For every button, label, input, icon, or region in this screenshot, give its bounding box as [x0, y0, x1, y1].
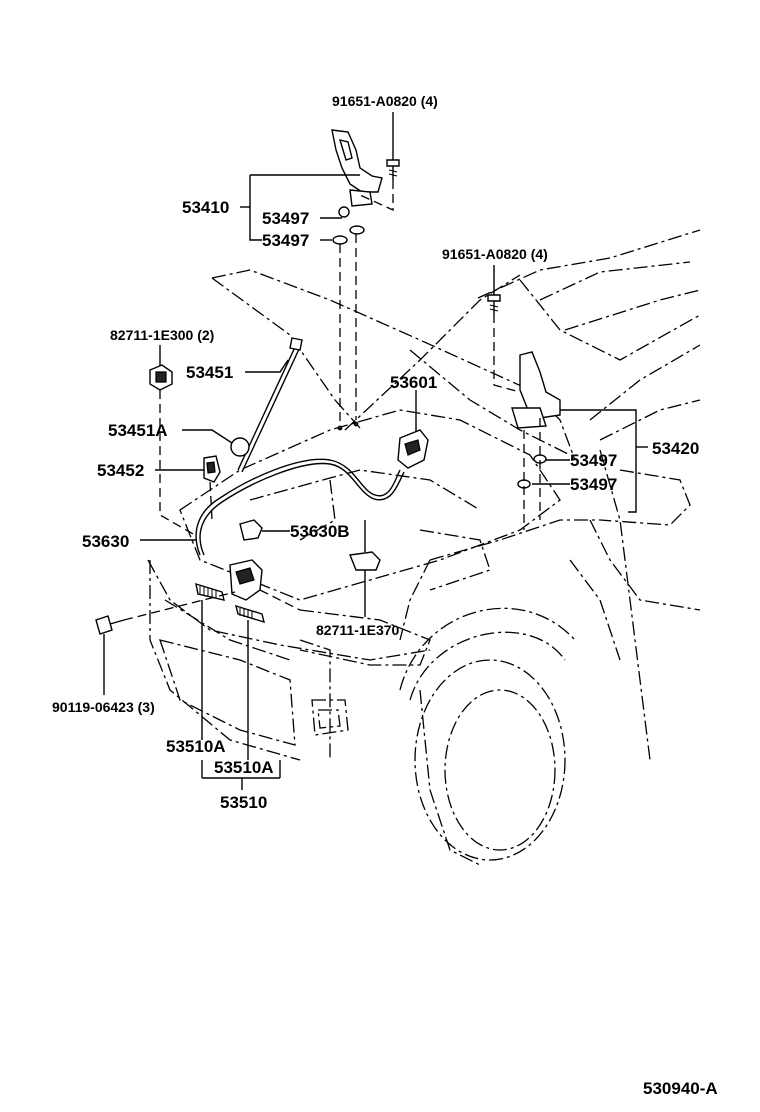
label-90119-06423: 90119-06423 (3) [52, 699, 155, 715]
label-53497-d: 53497 [570, 475, 617, 494]
bolt-90119 [95, 615, 125, 635]
label-53497-c: 53497 [570, 451, 617, 470]
label-53510: 53510 [220, 793, 267, 812]
hood-lock-53601 [397, 429, 429, 469]
label-53451A: 53451A [108, 421, 168, 440]
label-53630B: 53630B [290, 522, 350, 541]
grommet-53451A [230, 437, 250, 457]
label-53451: 53451 [186, 363, 233, 382]
release-cable-53630 [195, 458, 405, 556]
label-53601: 53601 [390, 373, 437, 392]
vehicle-outline [147, 229, 701, 866]
rod-holder-53452 [203, 455, 221, 483]
label-53497-b: 53497 [262, 231, 309, 250]
hood-hinge-right [487, 294, 561, 489]
label-82711-1E300: 82711-1E300 (2) [110, 327, 214, 343]
label-53420: 53420 [652, 439, 699, 458]
clip-82711-1E300 [149, 364, 173, 391]
label-53630: 53630 [82, 532, 129, 551]
label-82711-1E370: 82711-1E370 [316, 622, 400, 638]
hood-hinge-left [331, 129, 400, 245]
label-91651-A0820-right: 91651-A0820 (4) [442, 246, 548, 262]
callout-labels: 91651-A0820 (4) 53410 53497 53497 91651-… [52, 93, 718, 1098]
clip-82711-1E370 [349, 551, 381, 571]
label-53510A-a: 53510A [166, 737, 226, 756]
hood-lock-assembly [195, 559, 265, 624]
diagram-code: 530940-A [643, 1079, 718, 1098]
label-53497-a: 53497 [262, 209, 309, 228]
label-91651-A0820-top: 91651-A0820 (4) [332, 93, 438, 109]
label-53410: 53410 [182, 198, 229, 217]
cable-clamp-53630B [239, 519, 263, 541]
label-53510A-b: 53510A [214, 758, 274, 777]
label-53452: 53452 [97, 461, 144, 480]
